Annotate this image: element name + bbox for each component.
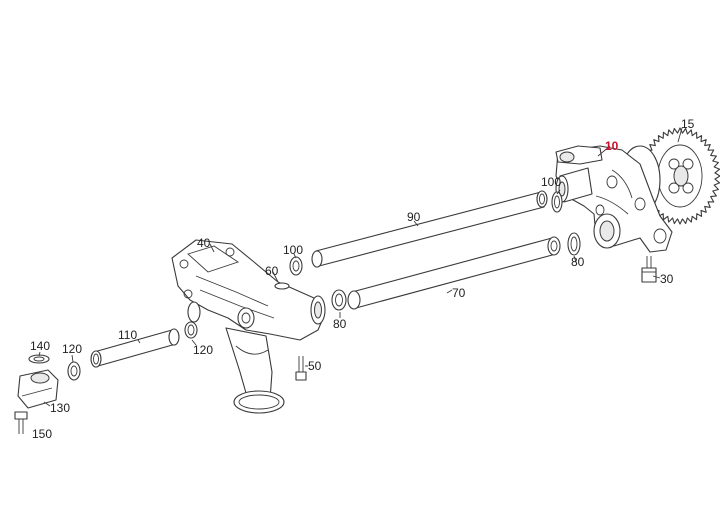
callout-100-middle[interactable]: 100 <box>283 243 303 257</box>
callout-60[interactable]: 60 <box>265 264 279 278</box>
callout-120-left[interactable]: 120 <box>62 342 82 356</box>
callout-130[interactable]: 130 <box>50 401 70 415</box>
seal-ring-upper[interactable] <box>551 191 563 213</box>
callout-80-right[interactable]: 80 <box>571 255 585 269</box>
o-ring-60[interactable] <box>274 282 290 290</box>
seal-ring-left[interactable] <box>67 361 81 381</box>
callout-80-middle[interactable]: 80 <box>333 317 347 331</box>
callout-70[interactable]: 70 <box>452 286 466 300</box>
oil-pipe-upper[interactable] <box>311 190 548 268</box>
seal-ring-center-left[interactable] <box>184 321 198 339</box>
pump-outlet-stub <box>555 167 593 203</box>
callout-15[interactable]: 15 <box>681 117 695 131</box>
mounting-bracket[interactable] <box>17 369 59 409</box>
seal-ring-middle-lower[interactable] <box>331 289 347 311</box>
oil-pipe-left[interactable] <box>90 328 180 368</box>
seal-ring-right[interactable] <box>567 232 581 256</box>
oil-pickup-tube[interactable] <box>225 327 285 414</box>
callout-10[interactable]: 10 <box>605 139 619 153</box>
callout-100-right[interactable]: 100 <box>541 175 561 189</box>
callout-labels: 10 15 30 40 50 60 70 80 80 90 100 100 11… <box>30 117 695 441</box>
callout-150[interactable]: 150 <box>32 427 52 441</box>
housing-bolt[interactable] <box>295 356 307 381</box>
bracket-bolt[interactable] <box>14 411 28 434</box>
callout-120-center[interactable]: 120 <box>193 343 213 357</box>
pump-bolt[interactable] <box>641 256 657 283</box>
seal-ring-middle-upper[interactable] <box>289 256 303 276</box>
callout-110[interactable]: 110 <box>118 328 137 342</box>
oil-pump-body[interactable] <box>555 145 673 253</box>
oil-suction-housing[interactable] <box>171 239 326 341</box>
callout-140[interactable]: 140 <box>30 339 50 353</box>
seal-140[interactable] <box>28 354 50 364</box>
callout-30[interactable]: 30 <box>660 272 674 286</box>
callout-50[interactable]: 50 <box>308 359 322 373</box>
leader-lines <box>38 127 683 407</box>
callout-40[interactable]: 40 <box>197 236 211 250</box>
callout-90[interactable]: 90 <box>407 210 421 224</box>
oil-pipe-lower[interactable] <box>347 236 561 310</box>
